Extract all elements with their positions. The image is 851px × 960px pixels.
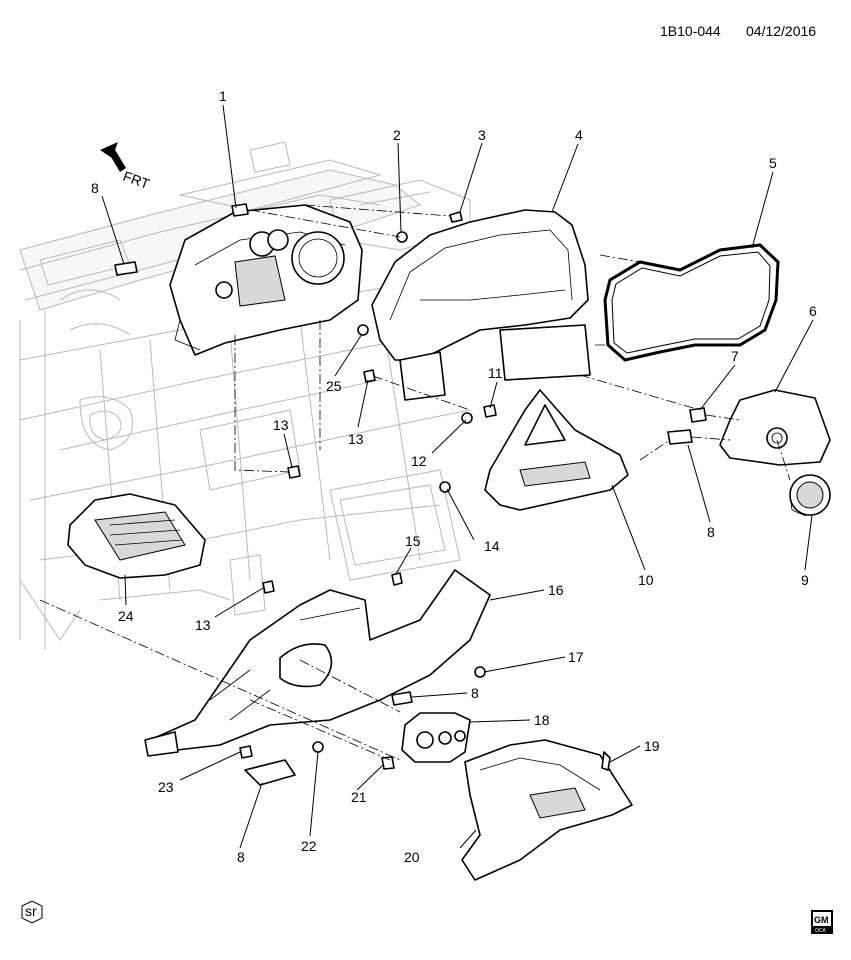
callout-15: 15 [405,533,421,549]
front-direction-indicator: FRT [100,142,152,192]
callout-13-mid: 13 [348,431,364,447]
sr-badge: sr [21,900,43,924]
callout-23: 23 [158,779,174,795]
lower-instrument-panel [144,569,491,757]
air-outlet-vent [67,493,206,579]
callout-24: 24 [118,608,134,624]
callout-19: 19 [644,738,660,754]
fasteners [114,203,707,786]
callout-4: 4 [575,127,583,143]
callout-11: 11 [488,365,503,381]
callout-12: 12 [411,453,427,469]
callout-8-bottom: 8 [237,849,245,865]
callout-17: 17 [568,649,584,665]
switch-assembly [401,712,471,763]
callout-16: 16 [548,582,564,598]
headlamp-switch-knob [789,474,831,517]
bezel-gasket [603,243,780,362]
bezel-gasket-inner [611,251,771,354]
diagram-code: 1B10-044 [660,23,721,39]
callout-1: 1 [219,88,227,104]
callout-3: 3 [478,127,486,143]
callout-9: 9 [801,572,809,588]
headlamp-switch-housing [719,389,831,466]
callout-20: 20 [404,849,420,865]
gm-logo-text: GM [814,915,829,925]
callout-6: 6 [809,303,817,319]
callout-22: 22 [301,838,317,854]
gm-logo: GM OCA [811,910,833,934]
sr-label: sr [25,903,37,919]
callout-25: 25 [326,378,342,394]
callout-13-upper: 13 [273,417,289,433]
instrument-cluster [169,204,363,356]
callout-5: 5 [769,155,777,171]
callout-8-right: 8 [707,524,715,540]
gm-logo-sub: OCA [815,928,827,934]
assembly-lines [39,204,791,761]
callout-8-mid: 8 [471,685,479,701]
diagram-date: 04/12/2016 [746,23,816,39]
lower-cluster-trim [484,389,629,511]
callout-labels: 1 2 3 4 5 6 7 8 8 8 8 9 10 11 12 13 13 1… [91,88,817,865]
callout-8-top: 8 [91,180,99,196]
leader-lines [101,104,814,849]
callout-2: 2 [393,127,401,143]
callout-13-lower: 13 [195,617,211,633]
glove-box [461,739,633,881]
callout-18: 18 [534,712,550,728]
front-label: FRT [121,168,152,192]
callout-14: 14 [484,538,500,554]
callout-21: 21 [351,789,367,805]
callout-10: 10 [638,572,654,588]
callout-7: 7 [731,348,739,364]
cluster-trim-bezel [371,209,591,401]
